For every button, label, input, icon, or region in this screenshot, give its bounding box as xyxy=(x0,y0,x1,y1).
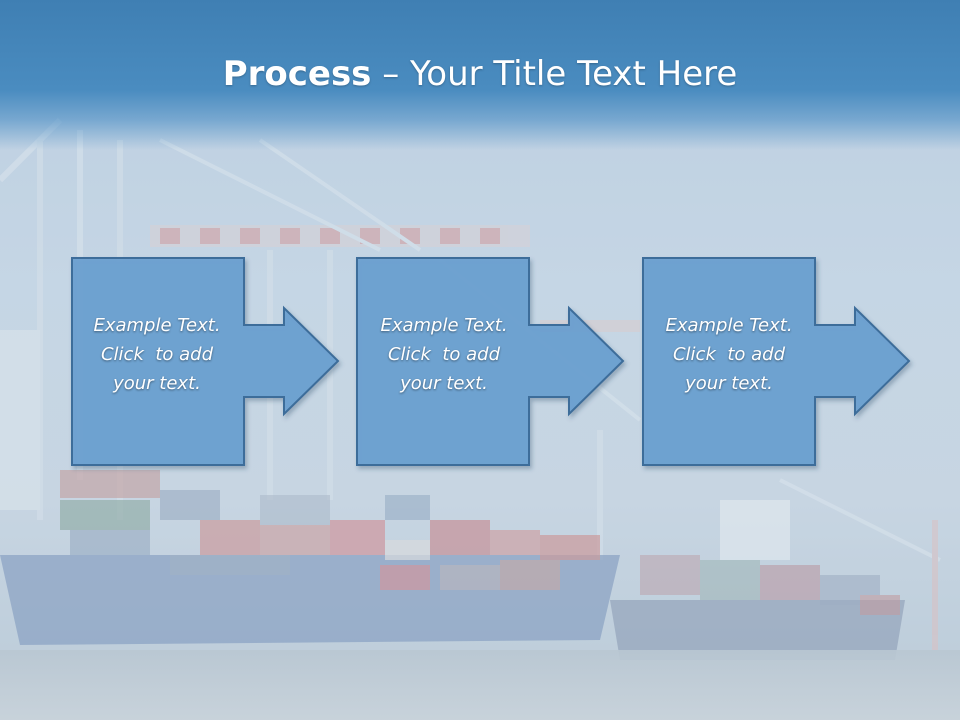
step-text-line: Click to add xyxy=(387,344,500,365)
process-step-1-arrow xyxy=(71,257,340,466)
title-bold: Process xyxy=(222,54,372,94)
step-text-line: Example Text. xyxy=(665,315,793,336)
step-text-line: your text. xyxy=(685,373,773,394)
step-text-line: Click to add xyxy=(672,344,785,365)
slide-title[interactable]: Process – Your Title Text Here xyxy=(0,52,960,96)
step-text-line: your text. xyxy=(113,373,201,394)
step-text-line: your text. xyxy=(400,373,488,394)
step-text-line: Click to add xyxy=(100,344,213,365)
title-rest: – Your Title Text Here xyxy=(371,54,738,94)
water xyxy=(0,650,960,720)
process-step-2-arrow xyxy=(356,257,625,466)
step-text-line: Example Text. xyxy=(93,315,221,336)
process-step-2-text[interactable]: Example Text. Click to add your text. xyxy=(357,311,531,398)
step-text-line: Example Text. xyxy=(380,315,508,336)
title-banner xyxy=(0,0,960,150)
process-step-1-text[interactable]: Example Text. Click to add your text. xyxy=(70,311,244,398)
process-step-3-arrow xyxy=(642,257,911,466)
process-step-3-text[interactable]: Example Text. Click to add your text. xyxy=(642,311,816,398)
